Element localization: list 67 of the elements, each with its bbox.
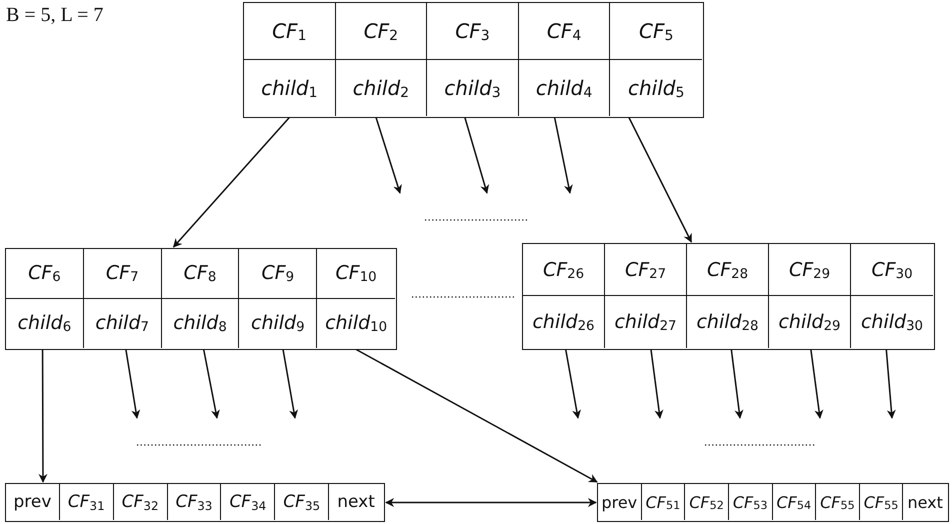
entry-cell: CF$_{35}$ xyxy=(275,484,330,520)
arrow xyxy=(554,116,573,194)
child-pointer-cell: child$_{10}$ xyxy=(317,298,395,348)
tree-node-table xyxy=(5,483,385,522)
child-pointer-cell: child$_{3}$ xyxy=(427,60,519,116)
entry-cell: CF$_{27}$ xyxy=(605,244,687,296)
entry-cell: CF$_{55}$ xyxy=(860,484,904,520)
arrow xyxy=(172,116,290,248)
child-pointer-cell: child$_{8}$ xyxy=(162,298,240,348)
entry-cell: CF$_{53}$ xyxy=(728,484,772,520)
double-arrow xyxy=(385,498,597,507)
arrow xyxy=(730,348,744,419)
arrow xyxy=(202,348,220,419)
child-pointer-cell: child$_{7}$ xyxy=(84,298,162,348)
arrow xyxy=(375,116,402,194)
entry-cell: CF$_{4}$ xyxy=(518,3,610,60)
arrow xyxy=(650,348,664,419)
arrow xyxy=(282,348,298,419)
arrow xyxy=(810,348,824,419)
tree-node-table xyxy=(243,2,704,118)
tree-node-table xyxy=(597,483,949,522)
entry-cell: CF$_{51}$ xyxy=(642,484,686,520)
entry-cell: CF$_{54}$ xyxy=(772,484,816,520)
entry-cell: CF$_{2}$ xyxy=(336,3,428,60)
arrow xyxy=(886,348,896,419)
entry-cell: next xyxy=(329,484,383,520)
entry-cell: CF$_{7}$ xyxy=(84,249,162,298)
entry-cell: CF$_{10}$ xyxy=(317,249,395,298)
entry-cell: CF$_{28}$ xyxy=(687,244,769,296)
entry-cell: CF$_{55}$ xyxy=(816,484,860,520)
entry-cell: CF$_{6}$ xyxy=(6,249,84,298)
arrow xyxy=(628,116,692,243)
entry-cell: CF$_{52}$ xyxy=(685,484,729,520)
child-pointer-cell: child$_{29}$ xyxy=(769,296,851,348)
child-pointer-cell: child$_{2}$ xyxy=(336,60,428,116)
child-pointer-cell: child$_{9}$ xyxy=(239,298,318,348)
entry-cell: CF$_{31}$ xyxy=(60,484,114,520)
entry-cell: CF$_{32}$ xyxy=(114,484,168,520)
entry-cell: CF$_{8}$ xyxy=(162,249,240,298)
child-pointer-cell: child$_{30}$ xyxy=(851,296,933,348)
entry-cell: CF$_{29}$ xyxy=(769,244,851,296)
entry-cell: CF$_{33}$ xyxy=(168,484,222,520)
child-pointer-cell: child$_{1}$ xyxy=(244,60,336,116)
entry-cell: prev xyxy=(6,484,60,520)
child-pointer-cell: child$_{6}$ xyxy=(6,298,84,348)
tree-node-table xyxy=(522,243,935,350)
entry-cell: CF$_{3}$ xyxy=(427,3,519,60)
entry-cell: CF$_{26}$ xyxy=(523,244,605,296)
child-pointer-cell: child$_{27}$ xyxy=(605,296,687,348)
arrow xyxy=(354,348,598,483)
arrow xyxy=(564,348,581,419)
tree-node-table xyxy=(5,248,397,350)
arrow xyxy=(125,348,140,419)
child-pointer-cell: child$_{4}$ xyxy=(518,60,610,116)
entry-cell: prev xyxy=(598,484,642,520)
entry-cell: CF$_{34}$ xyxy=(221,484,276,520)
child-pointer-cell: child$_{5}$ xyxy=(610,60,702,116)
child-pointer-cell: child$_{28}$ xyxy=(687,296,769,348)
arrow xyxy=(38,349,48,483)
child-pointer-cell: child$_{26}$ xyxy=(523,296,605,348)
entry-cell: CF$_{30}$ xyxy=(851,244,933,296)
entry-cell: CF$_{9}$ xyxy=(239,249,318,298)
arrow xyxy=(464,116,490,194)
entry-cell: CF$_{5}$ xyxy=(610,3,702,60)
entry-cell: next xyxy=(903,484,947,520)
entry-cell: CF$_{1}$ xyxy=(244,3,336,60)
parameter-note: B = 5, L = 7 xyxy=(6,4,104,27)
